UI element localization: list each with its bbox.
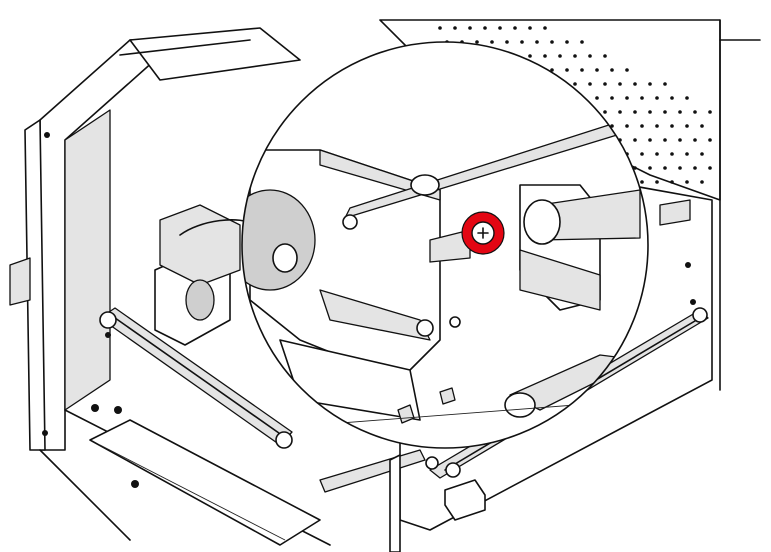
- perforation-hole: [550, 40, 554, 44]
- perforation-hole: [708, 138, 712, 142]
- phillips-screw-icon: [477, 227, 489, 239]
- perforation-hole: [625, 124, 629, 128]
- perforation-hole: [573, 82, 577, 86]
- perforation-hole: [580, 68, 584, 72]
- perforation-hole: [498, 26, 502, 30]
- perforation-hole: [633, 166, 637, 170]
- perforation-hole: [678, 138, 682, 142]
- perforation-hole: [670, 124, 674, 128]
- perforation-hole: [453, 26, 457, 30]
- magnified-detail: [241, 41, 649, 449]
- perforation-hole: [610, 96, 614, 100]
- perforation-hole: [565, 68, 569, 72]
- perforation-hole: [640, 180, 644, 184]
- perforation-hole: [625, 68, 629, 72]
- perforation-hole: [685, 96, 689, 100]
- perforation-hole: [648, 110, 652, 114]
- perforation-hole: [633, 110, 637, 114]
- perforation-hole: [618, 82, 622, 86]
- perforation-hole: [663, 166, 667, 170]
- perforation-hole: [663, 138, 667, 142]
- perforation-hole: [603, 110, 607, 114]
- perforation-hole: [580, 40, 584, 44]
- perforation-hole: [520, 40, 524, 44]
- perforation-hole: [685, 152, 689, 156]
- perforation-hole: [693, 138, 697, 142]
- perforation-hole: [513, 26, 517, 30]
- perforation-hole: [603, 54, 607, 58]
- perforation-hole: [603, 82, 607, 86]
- perforation-hole: [700, 152, 704, 156]
- perforation-hole: [678, 110, 682, 114]
- perforation-hole: [670, 152, 674, 156]
- perforation-hole: [640, 124, 644, 128]
- perforation-hole: [595, 96, 599, 100]
- perforation-hole: [588, 54, 592, 58]
- perforation-hole: [655, 180, 659, 184]
- perforation-hole: [693, 110, 697, 114]
- perforation-hole: [708, 110, 712, 114]
- perforation-hole: [633, 138, 637, 142]
- perforation-hole: [685, 124, 689, 128]
- perforation-hole: [648, 82, 652, 86]
- perforation-hole: [543, 54, 547, 58]
- perforation-hole: [573, 54, 577, 58]
- perforation-hole: [708, 166, 712, 170]
- perforation-hole: [528, 26, 532, 30]
- perforation-hole: [468, 26, 472, 30]
- cross-rod: [99, 307, 293, 449]
- perforation-hole: [663, 82, 667, 86]
- perforation-hole: [483, 26, 487, 30]
- perforation-hole: [550, 68, 554, 72]
- perforation-hole: [438, 26, 442, 30]
- perforation-hole: [640, 96, 644, 100]
- perforation-hole: [678, 166, 682, 170]
- perforation-hole: [490, 40, 494, 44]
- perforation-hole: [535, 40, 539, 44]
- motor-bracket: [154, 204, 256, 346]
- perforation-hole: [670, 180, 674, 184]
- cabinet-frame: [9, 27, 331, 546]
- perforation-hole: [655, 96, 659, 100]
- perforation-hole: [685, 180, 689, 184]
- perforation-hole: [588, 82, 592, 86]
- perforation-hole: [595, 68, 599, 72]
- perforation-hole: [475, 40, 479, 44]
- perforation-hole: [610, 124, 614, 128]
- perforation-hole: [700, 124, 704, 128]
- perforation-hole: [633, 82, 637, 86]
- perforation-hole: [625, 96, 629, 100]
- perforation-hole: [558, 54, 562, 58]
- highlighted-screw: [461, 211, 505, 255]
- perforation-hole: [648, 166, 652, 170]
- perforation-hole: [528, 54, 532, 58]
- perforation-hole: [670, 96, 674, 100]
- perforation-hole: [648, 138, 652, 142]
- perforation-hole: [610, 68, 614, 72]
- perforation-hole: [618, 110, 622, 114]
- perforation-hole: [655, 152, 659, 156]
- perforation-hole: [663, 110, 667, 114]
- perforation-hole: [640, 152, 644, 156]
- perforation-hole: [505, 40, 509, 44]
- perforation-hole: [655, 124, 659, 128]
- perforation-hole: [700, 180, 704, 184]
- perforation-hole: [565, 40, 569, 44]
- perforation-hole: [693, 166, 697, 170]
- perforation-hole: [543, 26, 547, 30]
